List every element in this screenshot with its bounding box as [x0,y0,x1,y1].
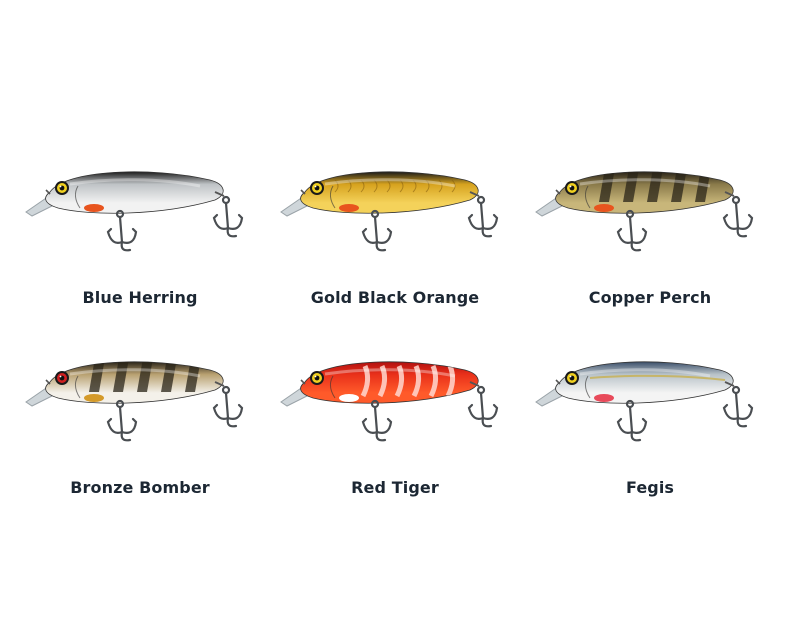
lure-image [280,361,499,442]
belly-treble-hook [616,399,648,442]
rear-treble-hook [722,195,754,238]
rear-treble-hook [212,385,244,428]
body-pattern [579,368,726,399]
lure-card-copper-perch: Copper Perch [520,150,780,320]
belly-spot [594,394,614,402]
belly-treble-hook [106,399,138,442]
lure-body [45,171,224,214]
lure-name: Gold Black Orange [310,288,480,307]
lure-card-fegis: Fegis [520,340,780,510]
rear-treble-hook [467,195,499,238]
belly-treble-hook [361,209,393,252]
lure-body [300,171,479,214]
lure-name: Bronze Bomber [70,478,210,497]
body-pattern [69,178,201,209]
lure-body [555,361,734,404]
lure-image [535,361,754,442]
lure-name: Red Tiger [351,478,439,497]
belly-spot [84,204,104,212]
eye-icon [310,371,324,385]
lure-image [280,171,499,252]
body-pattern [579,171,711,209]
belly-spot [339,394,359,402]
lure-image [25,361,244,442]
rear-treble-hook [722,385,754,428]
rear-treble-hook [212,195,244,238]
eye-icon [55,181,69,195]
eye-icon [565,371,579,385]
lure-image [535,171,754,252]
lure-card-blue-herring: Blue Herring [10,150,270,320]
lure-name: Copper Perch [588,288,712,307]
lure-name: Fegis [625,478,675,497]
belly-treble-hook [616,209,648,252]
belly-spot [84,394,104,402]
belly-treble-hook [106,209,138,252]
lure-image [25,171,244,252]
lure-name: Blue Herring [82,288,198,307]
eye-icon [55,371,69,385]
body-pattern [324,365,456,399]
lure-card-bronze-bomber: Bronze Bomber [10,340,270,510]
eye-icon [310,181,324,195]
belly-treble-hook [361,399,393,442]
belly-spot [594,204,614,212]
lure-card-red-tiger: Red Tiger [265,340,525,510]
body-pattern [324,178,456,209]
eye-icon [565,181,579,195]
belly-spot [339,204,359,212]
rear-treble-hook [467,385,499,428]
lure-card-gold-black-orange: Gold Black Orange [265,150,525,320]
